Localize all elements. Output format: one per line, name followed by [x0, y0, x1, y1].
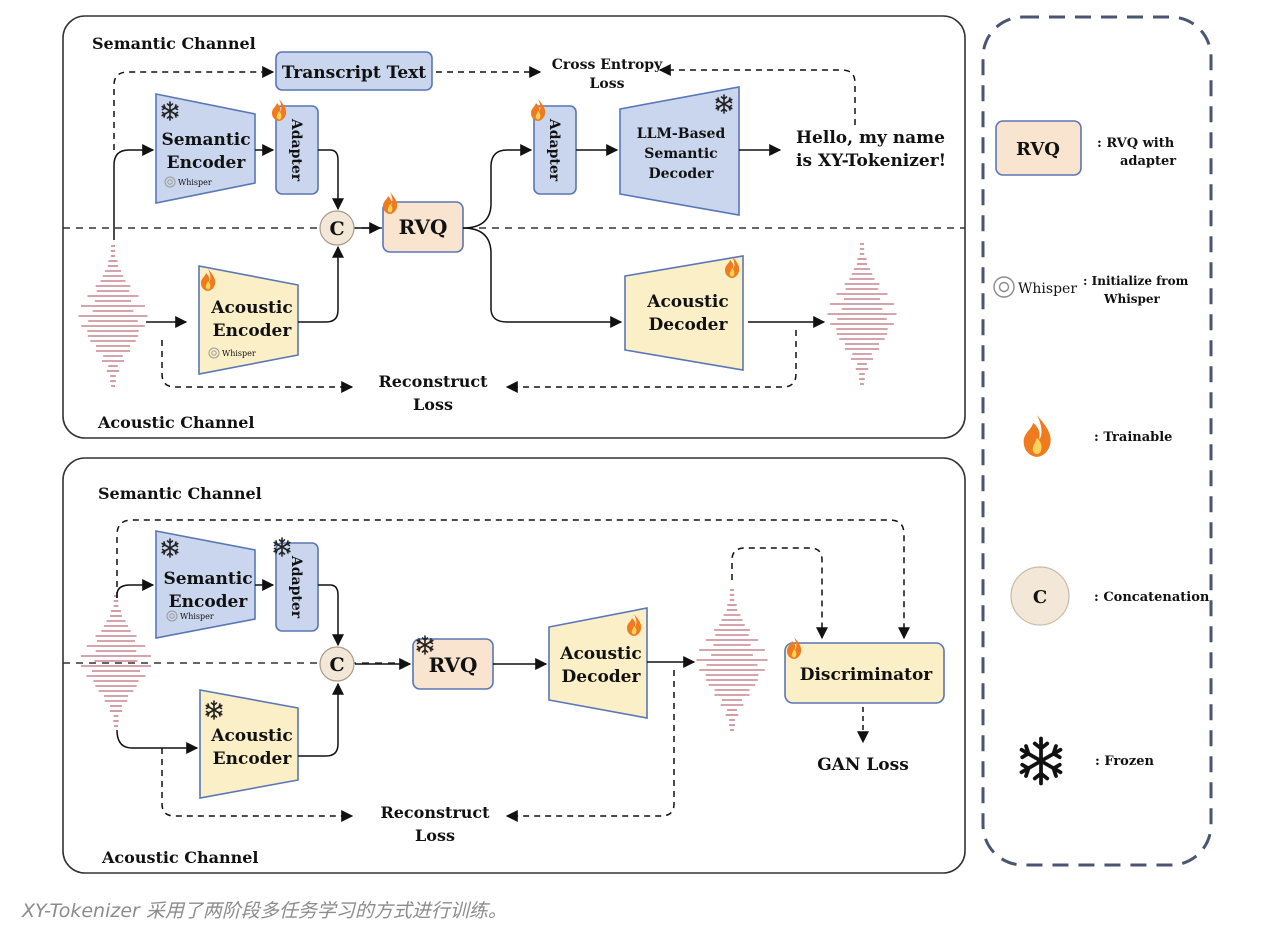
bottom-semantic-encoder-whisper-label: Whisper — [180, 612, 214, 621]
top-adapter-1-trainable-icon — [272, 99, 287, 121]
bottom-concat-label: C — [329, 654, 344, 676]
llm-decoder-line3: Decoder — [649, 166, 715, 182]
legend-whisper-desc-line2: Whisper — [1103, 292, 1161, 306]
legend-concat-symbol — [1010, 566, 1070, 626]
bottom-adapter — [275, 542, 319, 632]
llm-decoder-line1: LLM-Based — [637, 126, 726, 142]
transcript-text-box — [275, 51, 433, 91]
top-adapter-1-label: Adapter — [288, 118, 304, 182]
top-semantic-channel-label: Semantic Channel — [92, 34, 256, 53]
bottom-semantic-channel-label: Semantic Channel — [98, 484, 262, 503]
gan-loss-label: GAN Loss — [817, 755, 909, 775]
legend-rvq-symbol — [995, 120, 1082, 176]
legend-whisper-symbol-label: Whisper — [1018, 281, 1077, 297]
bottom-concat-node — [319, 646, 355, 682]
top-rvq-label: RVQ — [399, 215, 448, 239]
top-reconstruct-loss-line2: Loss — [413, 395, 453, 414]
legend-concat-desc: : Concatenation — [1094, 590, 1210, 605]
top-panel — [62, 15, 966, 439]
top-concat-node — [319, 210, 355, 246]
legend-flame-icon — [1023, 415, 1051, 457]
legend-frozen-desc: : Frozen — [1095, 754, 1154, 769]
top-acoustic-encoder — [198, 265, 299, 375]
output-text-line2: is XY-Tokenizer! — [796, 151, 946, 171]
bottom-acoustic-encoder-line1: Acoustic — [210, 726, 292, 746]
bottom-acoustic-channel-label: Acoustic Channel — [101, 848, 259, 867]
top-acoustic-decoder-line1: Acoustic — [646, 292, 728, 312]
top-semantic-encoder-line2: Encoder — [167, 153, 247, 173]
discriminator-box — [784, 642, 945, 704]
top-rvq-box — [382, 201, 464, 253]
top-acoustic-encoder-line1: Acoustic — [210, 298, 292, 318]
top-concat-label: C — [329, 218, 344, 240]
top-semantic-encoder-line1: Semantic — [161, 130, 250, 150]
top-acoustic-encoder-line2: Encoder — [213, 321, 293, 341]
cross-entropy-loss-line1: Cross Entropy — [552, 57, 663, 73]
top-adapter-2-trainable-icon — [531, 99, 546, 121]
top-acoustic-encoder-whisper-label: Whisper — [222, 349, 256, 358]
legend-rvq-symbol-label: RVQ — [1016, 139, 1060, 160]
legend-rvq-desc-line2: adapter — [1120, 154, 1176, 169]
bottom-rvq-label: RVQ — [429, 653, 478, 677]
top-adapter-2-label: Adapter — [546, 118, 562, 182]
top-semantic-encoder — [155, 93, 256, 204]
legend-rvq-desc-line1: : RVQ with — [1097, 136, 1175, 151]
top-acoustic-decoder — [624, 255, 744, 371]
top-output-waveform — [827, 243, 897, 385]
bottom-acoustic-decoder — [548, 607, 648, 719]
top-acoustic-channel-label: Acoustic Channel — [97, 413, 255, 432]
bottom-acoustic-decoder-line2: Decoder — [562, 667, 642, 687]
top-rvq-trainable-icon — [383, 192, 398, 214]
bottom-reconstruct-loss-line1: Reconstruct — [380, 803, 490, 822]
bottom-adapter-label: Adapter — [288, 555, 304, 619]
bottom-acoustic-encoder-line2: Encoder — [213, 749, 293, 769]
legend-trainable-desc: : Trainable — [1094, 430, 1172, 445]
transcript-text-label: Transcript Text — [282, 63, 426, 83]
bottom-arrows — [116, 519, 910, 822]
bottom-output-waveform — [696, 589, 768, 731]
bottom-reconstruct-loss-line2: Loss — [415, 826, 455, 845]
bottom-semantic-encoder-line2: Encoder — [169, 592, 249, 612]
discriminator-trainable-icon — [787, 637, 802, 659]
top-semantic-encoder-whisper-label: Whisper — [178, 178, 212, 187]
bottom-acoustic-encoder — [199, 689, 299, 799]
legend-snowflake-icon — [1019, 736, 1063, 786]
top-input-waveform — [78, 245, 148, 387]
llm-decoder-line2: Semantic — [644, 146, 717, 162]
figure-caption: XY-Tokenizer 采用了两阶段多任务学习的方式进行训练。 — [22, 900, 507, 922]
legend-whisper-desc-line1: : Initialize from — [1083, 274, 1189, 288]
output-text-line1: Hello, my name — [796, 128, 945, 148]
legend-concat-symbol-label: C — [1033, 587, 1047, 608]
discriminator-label: Discriminator — [800, 665, 934, 685]
top-arrows — [113, 64, 856, 393]
cross-entropy-loss-line2: Loss — [590, 76, 625, 92]
bottom-panel — [62, 457, 966, 874]
top-acoustic-decoder-line2: Decoder — [649, 315, 729, 335]
bottom-semantic-encoder-line1: Semantic — [163, 569, 252, 589]
legend-whisper-icon — [993, 276, 1015, 298]
top-reconstruct-loss-line1: Reconstruct — [378, 372, 488, 391]
llm-semantic-decoder — [619, 86, 740, 216]
bottom-semantic-encoder — [155, 530, 256, 639]
bottom-acoustic-decoder-line1: Acoustic — [559, 644, 641, 664]
bottom-input-waveform — [80, 595, 152, 727]
